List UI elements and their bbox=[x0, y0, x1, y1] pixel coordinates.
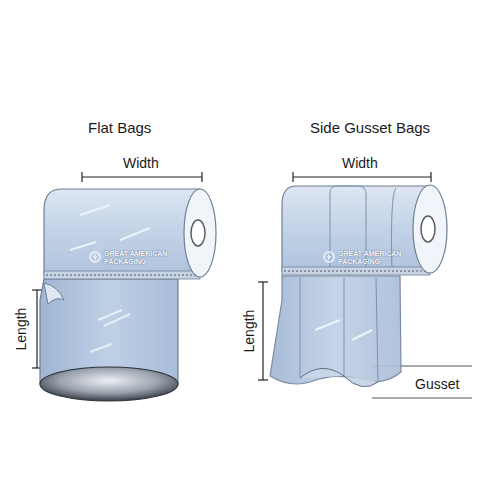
bag-opening bbox=[40, 367, 178, 401]
film-shine bbox=[90, 310, 130, 352]
watermark: GREAT AMERICAN PACKAGING bbox=[104, 250, 178, 266]
width-dimension bbox=[82, 172, 202, 182]
roll-end bbox=[184, 189, 216, 277]
figure-heading: Flat Bags bbox=[88, 119, 151, 136]
dimension-tick bbox=[258, 379, 268, 380]
dimension-tick bbox=[32, 289, 42, 290]
roll-body bbox=[282, 186, 430, 272]
logo-mark bbox=[327, 254, 331, 260]
gusset-bag-roll bbox=[270, 185, 447, 387]
dimension-tick bbox=[81, 172, 82, 182]
dimension-label: Length bbox=[241, 310, 257, 353]
roll-core bbox=[191, 220, 205, 246]
film-shine bbox=[315, 320, 372, 340]
roll-body bbox=[44, 189, 200, 276]
watermark: GREAT AMERICAN PACKAGING bbox=[338, 250, 412, 266]
dimension-label: Length bbox=[13, 308, 29, 351]
dimension-line bbox=[262, 282, 263, 380]
dimension-tick bbox=[430, 172, 431, 182]
perforation-band bbox=[44, 271, 200, 279]
length-dimension bbox=[258, 282, 268, 380]
dimension-tick bbox=[258, 281, 268, 282]
logo-mark bbox=[324, 252, 334, 262]
dimension-label: Gusset bbox=[415, 376, 459, 392]
dimension-label: Width bbox=[123, 155, 159, 171]
watermark-logo bbox=[324, 252, 334, 262]
roll-end bbox=[413, 185, 447, 273]
logo-mark bbox=[93, 254, 97, 260]
watermark-logo bbox=[90, 252, 100, 262]
peeled-flap bbox=[44, 283, 64, 304]
gusset-fold bbox=[300, 368, 378, 386]
dimension-line bbox=[82, 176, 202, 177]
dimension-line bbox=[372, 398, 472, 399]
hanging-bag bbox=[270, 276, 401, 384]
flat-bag-roll bbox=[40, 189, 216, 401]
logo-mark bbox=[90, 252, 100, 262]
dimension-line bbox=[36, 290, 37, 368]
figure-heading: Side Gusset Bags bbox=[310, 119, 430, 136]
dimension-label: Width bbox=[342, 155, 378, 171]
perforation-line bbox=[46, 275, 198, 276]
film-shine bbox=[70, 205, 150, 250]
dimension-tick bbox=[292, 172, 293, 182]
perforation-band bbox=[282, 267, 430, 275]
perforation-line bbox=[284, 271, 428, 272]
roll-core bbox=[421, 216, 435, 242]
dimension-line bbox=[293, 176, 431, 177]
width-dimension bbox=[293, 172, 431, 182]
dimension-tick bbox=[201, 172, 202, 182]
gusset-crease bbox=[300, 278, 378, 382]
